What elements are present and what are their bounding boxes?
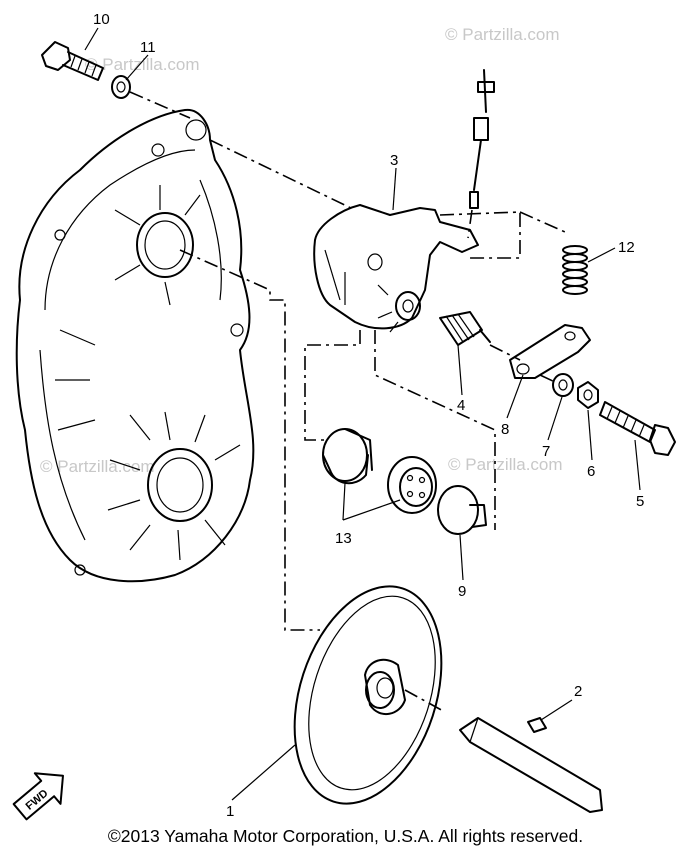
- callout-1: 1: [226, 803, 234, 820]
- callout-5: 5: [636, 493, 644, 510]
- arm-8: [509, 324, 591, 379]
- washer-11: [111, 75, 131, 99]
- lever-3: [313, 204, 479, 333]
- watermark-right-mid: © Partzilla.com: [448, 455, 563, 474]
- callout-9: 9: [458, 583, 466, 600]
- cap-13: [322, 428, 373, 485]
- callout-6: 6: [587, 463, 595, 480]
- callout-11: 11: [140, 39, 156, 56]
- callout-7: 7: [542, 443, 550, 460]
- fwd-arrow: FWD: [12, 772, 64, 821]
- watermark-right-top: © Partzilla.com: [445, 25, 560, 44]
- callout-8: 8: [501, 421, 509, 438]
- bearing-13: [387, 456, 437, 514]
- nut-6: [577, 381, 599, 409]
- gear-case-housing: [15, 108, 255, 583]
- watermark-left: © Partzilla.com: [40, 457, 155, 476]
- callout-3: 3: [390, 152, 398, 169]
- control-rod: [467, 69, 495, 239]
- adjuster-4: [439, 311, 491, 346]
- spring-12: [562, 245, 588, 295]
- washer-7: [552, 373, 574, 397]
- callout-10: 10: [93, 11, 110, 28]
- watermark-top: © Partzilla.com: [85, 55, 200, 74]
- copyright-footer: ©2013 Yamaha Motor Corporation, U.S.A. A…: [107, 826, 584, 846]
- leader-lines: [84, 27, 641, 801]
- callout-12: 12: [618, 239, 635, 256]
- plate-9: [437, 485, 487, 535]
- callout-13: 13: [335, 530, 352, 547]
- callout-2: 2: [574, 683, 582, 700]
- callout-4: 4: [457, 397, 465, 414]
- bolt-5: [599, 401, 676, 456]
- key-2: [527, 717, 547, 733]
- shaft: [459, 717, 603, 813]
- bolt-10: [41, 41, 104, 81]
- sheave-1: [293, 585, 443, 805]
